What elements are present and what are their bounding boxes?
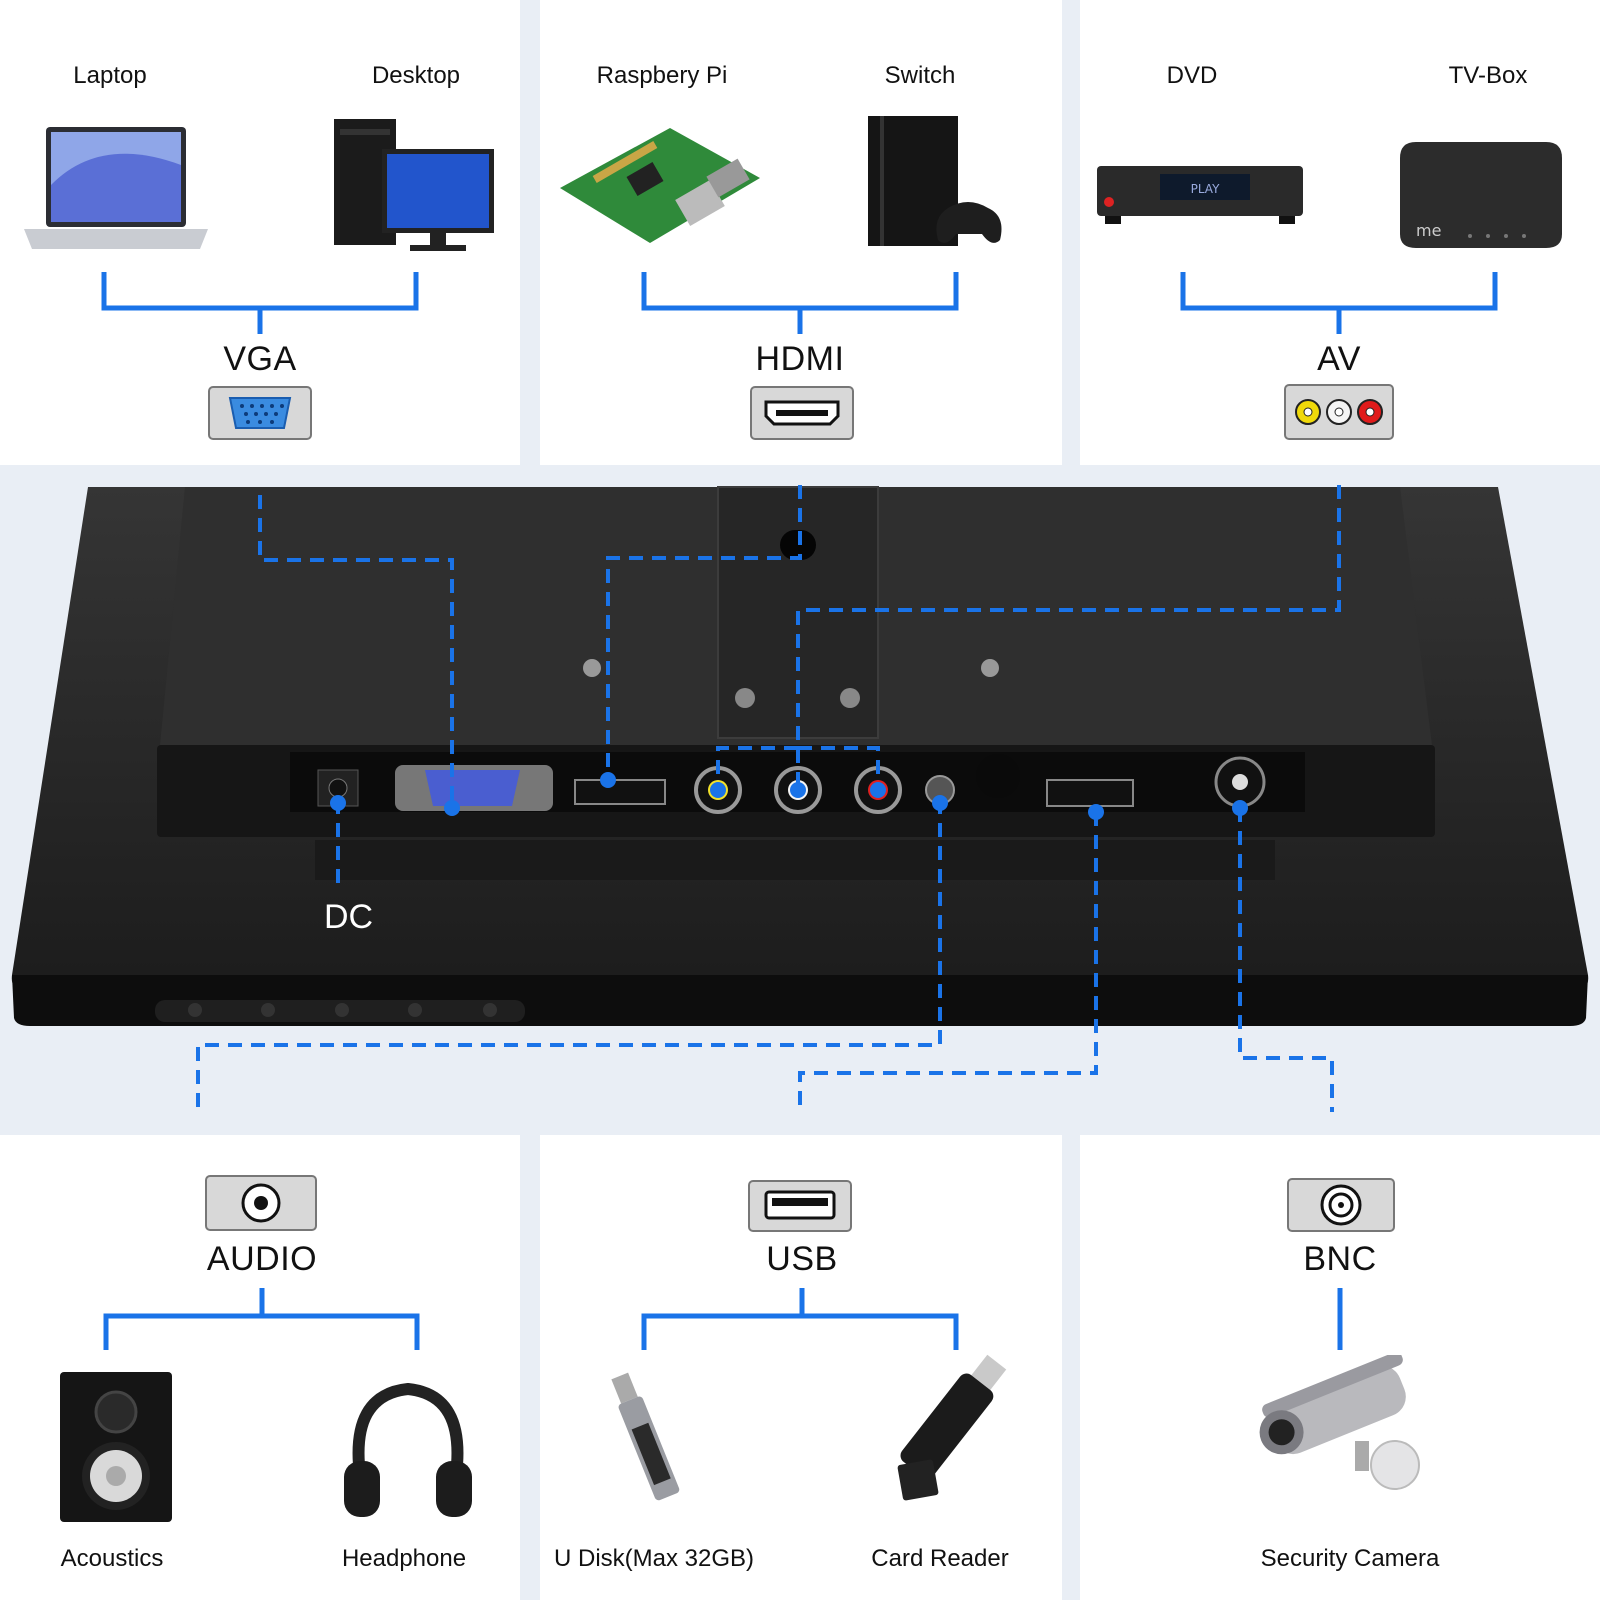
laptop-image [24,127,208,249]
tv-box-image: me [1400,142,1562,248]
dvd-player-image: PLAY [1097,166,1303,224]
device-label-acoustics: Acoustics [60,1545,164,1572]
device-label-switch: Switch [884,62,956,89]
svg-text:PLAY: PLAY [1191,182,1220,196]
usb-disk-image [611,1372,680,1501]
av-rca-port-icon [1284,384,1394,440]
device-label-desktop: Desktop [371,62,461,89]
port-title-bnc: BNC [1303,1240,1377,1278]
speaker-image [60,1372,172,1522]
port-title-usb: USB [766,1240,838,1278]
vga-port-icon [208,386,312,440]
port-title-av: AV [1317,340,1361,378]
svg-text:me: me [1416,221,1441,240]
card-reader-image [897,1354,1007,1501]
switch-console-image [868,116,1002,246]
device-label-headphone: Headphone [341,1545,467,1572]
port-title-audio: AUDIO [206,1240,318,1278]
headphone-image [344,1382,472,1517]
device-label-dvd: DVD [1166,62,1218,89]
device-label-tv-box: TV-Box [1448,62,1528,89]
device-label-security-camera: Security Camera [1260,1545,1440,1572]
bnc-port-icon [1287,1178,1395,1232]
desktop-image [334,119,494,251]
device-label-raspberry-pi: Raspbery Pi [596,62,728,89]
device-label-card-reader: Card Reader [871,1545,1009,1572]
port-title-vga: VGA [223,340,297,378]
usb-port-icon [748,1180,852,1232]
dc-label: DC [324,898,374,936]
port-title-hdmi: HDMI [755,340,845,378]
device-label-u-disk: U Disk(Max 32GB) [553,1545,755,1572]
device-label-laptop: Laptop [73,62,147,89]
raspberry-pi-image [560,128,760,243]
hdmi-port-icon [750,386,854,440]
audio-jack-icon [205,1175,317,1231]
security-camera-image [1259,1355,1420,1490]
